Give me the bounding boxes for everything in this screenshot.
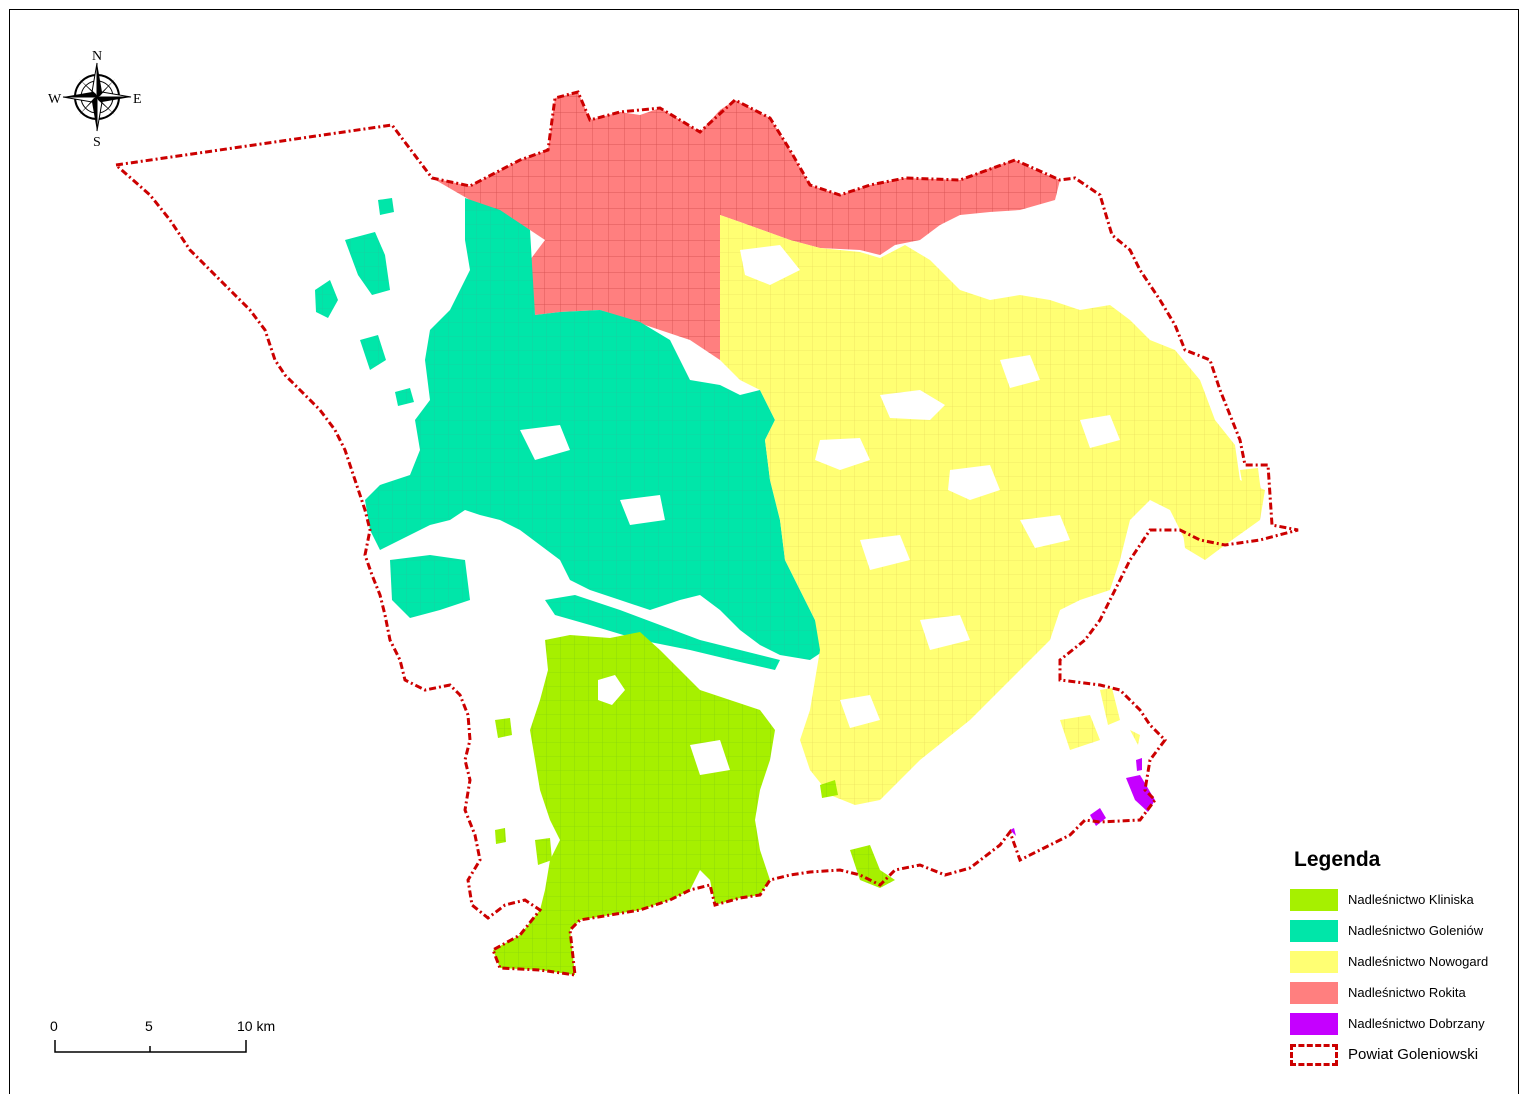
compass-rose: N S E W (48, 49, 142, 150)
legend-item-nowogard: Nadleśnictwo Nowogard (1290, 946, 1520, 977)
scale-bar: 0 5 10 km (48, 1018, 308, 1058)
region-rokita (432, 92, 1060, 360)
legend-label-goleniow: Nadleśnictwo Goleniów (1348, 923, 1484, 938)
scale-bar-line (54, 1040, 247, 1053)
legend: Legenda Nadleśnictwo Kliniska Nadleśnict… (1290, 848, 1520, 1070)
legend-swatch-nowogard (1290, 950, 1338, 973)
legend-swatch-boundary (1290, 1043, 1338, 1066)
legend-item-rokita: Nadleśnictwo Rokita (1290, 977, 1520, 1008)
non-forest-gaps (520, 245, 1120, 775)
legend-item-boundary: Powiat Goleniowski (1290, 1039, 1520, 1070)
legend-swatch-kliniska (1290, 888, 1338, 911)
region-nowogard (720, 215, 1265, 805)
map-frame (9, 9, 1519, 1094)
legend-label-dobrzany: Nadleśnictwo Dobrzany (1348, 1016, 1485, 1031)
powiat-boundary (112, 90, 1299, 977)
scale-label-5: 5 (145, 1018, 153, 1034)
compass-s: S (93, 135, 101, 150)
legend-swatch-goleniow (1290, 919, 1338, 942)
compass-w: W (48, 92, 62, 107)
legend-item-dobrzany: Nadleśnictwo Dobrzany (1290, 1008, 1520, 1039)
legend-item-kliniska: Nadleśnictwo Kliniska (1290, 884, 1520, 915)
legend-label-nowogard: Nadleśnictwo Nowogard (1348, 954, 1489, 969)
scale-label-0: 0 (50, 1018, 58, 1034)
compass-n: N (92, 49, 102, 64)
legend-label-kliniska: Nadleśnictwo Kliniska (1348, 892, 1474, 907)
legend-label-rokita: Nadleśnictwo Rokita (1348, 985, 1466, 1000)
legend-label-boundary: Powiat Goleniowski (1348, 1046, 1479, 1063)
legend-title: Legenda (1294, 848, 1381, 871)
legend-item-goleniow: Nadleśnictwo Goleniów (1290, 915, 1520, 946)
compass-e: E (133, 92, 142, 107)
legend-swatch-dobrzany (1290, 1012, 1338, 1035)
scale-label-10: 10 km (237, 1018, 276, 1034)
region-goleniow (315, 198, 825, 670)
legend-swatch-rokita (1290, 981, 1338, 1004)
